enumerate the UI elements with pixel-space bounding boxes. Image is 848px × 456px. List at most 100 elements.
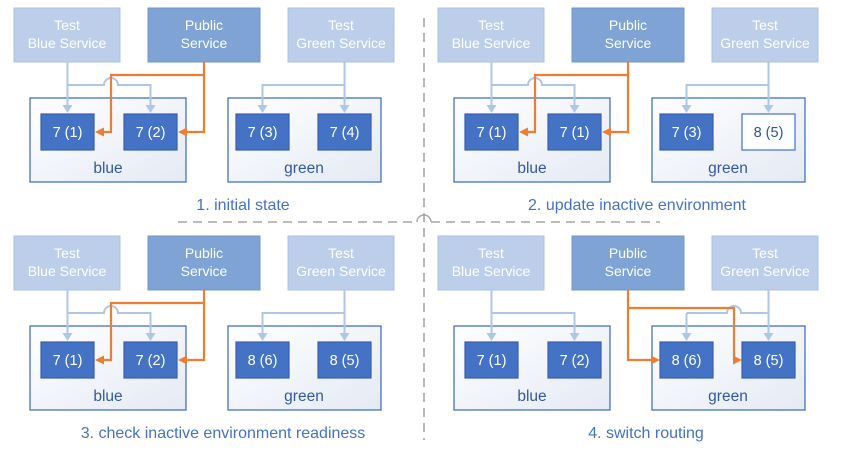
pod-green-1: 8 (6) xyxy=(235,341,290,379)
service-label: Test xyxy=(328,245,354,261)
service-box-test-green xyxy=(287,235,395,291)
service-label: Test xyxy=(54,17,80,33)
svg-text:7 (1): 7 (1) xyxy=(477,125,507,141)
public-route-line xyxy=(611,62,630,134)
service-label: Test xyxy=(328,17,354,33)
pod-blue-1: 7 (1) xyxy=(40,113,95,151)
service-box-test-blue xyxy=(13,235,121,291)
quadrant-initial-state: Test Blue Service Public Service Test Gr… xyxy=(13,7,395,214)
arrowhead-down-icon xyxy=(145,105,156,113)
quadrant-check-readiness: Test Blue Service Public Service Test Gr… xyxy=(13,235,395,442)
public-route-line xyxy=(187,290,206,362)
svg-text:8 (5): 8 (5) xyxy=(330,353,360,369)
arrowhead-down-icon xyxy=(257,333,268,341)
pod-green-1: 7 (3) xyxy=(235,113,290,151)
environment-label-green: green xyxy=(708,160,748,177)
svg-text:7 (4): 7 (4) xyxy=(330,125,360,141)
pod-green-2-updating: 8 (5) xyxy=(741,113,796,151)
pod-blue-1: 7 (1) xyxy=(464,113,519,151)
service-box-test-blue xyxy=(437,7,545,63)
pod-green-2: 8 (5) xyxy=(741,341,796,379)
svg-text:7 (1): 7 (1) xyxy=(477,353,507,369)
service-label: Test xyxy=(478,17,504,33)
pod-green-2: 7 (4) xyxy=(317,113,372,151)
environment-label-blue: blue xyxy=(93,388,122,405)
service-label: Test xyxy=(54,245,80,261)
svg-text:7 (3): 7 (3) xyxy=(248,125,278,141)
public-route-line xyxy=(187,62,206,134)
service-label: Service xyxy=(605,263,652,279)
service-box-public xyxy=(571,235,685,291)
environment-label-blue: blue xyxy=(517,388,546,405)
public-route-line xyxy=(104,73,204,134)
service-box-test-green xyxy=(711,7,819,63)
arrowhead-down-icon xyxy=(62,333,73,341)
pod-blue-2: 7 (1) xyxy=(547,113,602,151)
public-route-line xyxy=(528,73,628,134)
arrowhead-down-icon xyxy=(681,105,692,113)
service-label: Public xyxy=(609,17,647,33)
quadrant-caption: 2. update inactive environment xyxy=(528,197,746,214)
service-label: Test xyxy=(752,245,778,261)
arrowhead-down-icon xyxy=(486,333,497,341)
quadrant-switch-routing: Test Blue Service Public Service Test Gr… xyxy=(437,235,819,442)
svg-text:7 (2): 7 (2) xyxy=(136,353,166,369)
service-box-test-green xyxy=(711,235,819,291)
arrowhead-left-icon xyxy=(178,127,187,137)
arrowhead-down-icon xyxy=(62,105,73,113)
public-route-line xyxy=(104,301,204,362)
arrowhead-down-icon xyxy=(339,333,350,341)
arrowhead-down-icon xyxy=(339,105,350,113)
service-box-public xyxy=(571,7,685,63)
pod-blue-2: 7 (2) xyxy=(547,341,602,379)
arrowhead-left-icon xyxy=(519,127,528,137)
pod-green-2: 8 (5) xyxy=(317,341,372,379)
service-label: Green Service xyxy=(720,263,810,279)
service-label: Public xyxy=(185,17,223,33)
test-route-line xyxy=(491,312,576,333)
test-route-line xyxy=(261,312,345,333)
environment-label-green: green xyxy=(284,388,324,405)
arrowhead-down-icon xyxy=(486,105,497,113)
environment-label-blue: blue xyxy=(93,160,122,177)
arrowhead-down-icon xyxy=(569,333,580,341)
service-box-test-green xyxy=(287,7,395,63)
service-box-public xyxy=(147,235,261,291)
service-label: Green Service xyxy=(720,35,810,51)
arrowhead-left-icon xyxy=(95,127,104,137)
arrowhead-down-icon xyxy=(763,105,774,113)
pod-green-1: 7 (3) xyxy=(659,113,714,151)
service-label: Green Service xyxy=(296,35,386,51)
service-label: Blue Service xyxy=(452,263,531,279)
test-route-line xyxy=(261,84,345,105)
service-box-test-blue xyxy=(13,7,121,63)
arrowhead-down-icon xyxy=(763,333,774,341)
arrowhead-down-icon xyxy=(569,105,580,113)
pod-blue-2: 7 (2) xyxy=(123,341,178,379)
svg-text:7 (2): 7 (2) xyxy=(560,353,590,369)
arrowhead-left-icon xyxy=(602,127,611,137)
svg-text:7 (1): 7 (1) xyxy=(560,125,590,141)
svg-text:8 (6): 8 (6) xyxy=(248,353,278,369)
pod-blue-1: 7 (1) xyxy=(40,341,95,379)
svg-text:8 (5): 8 (5) xyxy=(754,353,784,369)
test-route-line xyxy=(685,84,769,105)
service-box-public xyxy=(147,7,261,63)
environment-label-green: green xyxy=(284,160,324,177)
quadrant-caption: 3. check inactive environment readiness xyxy=(81,425,366,442)
service-label: Service xyxy=(605,35,652,51)
svg-text:7 (1): 7 (1) xyxy=(53,125,83,141)
quadrant-caption: 1. initial state xyxy=(196,197,289,214)
svg-text:8 (6): 8 (6) xyxy=(672,353,702,369)
arrowhead-left-icon xyxy=(178,355,187,365)
arrowhead-right-icon xyxy=(651,355,660,365)
service-label: Test xyxy=(752,17,778,33)
pod-blue-1: 7 (1) xyxy=(464,341,519,379)
quadrant-caption: 4. switch routing xyxy=(588,425,704,442)
service-label: Blue Service xyxy=(28,263,107,279)
svg-text:7 (2): 7 (2) xyxy=(136,125,166,141)
svg-text:8 (5): 8 (5) xyxy=(754,125,784,141)
arrowhead-down-icon xyxy=(681,333,692,341)
test-route-line-with-jump xyxy=(686,305,769,314)
